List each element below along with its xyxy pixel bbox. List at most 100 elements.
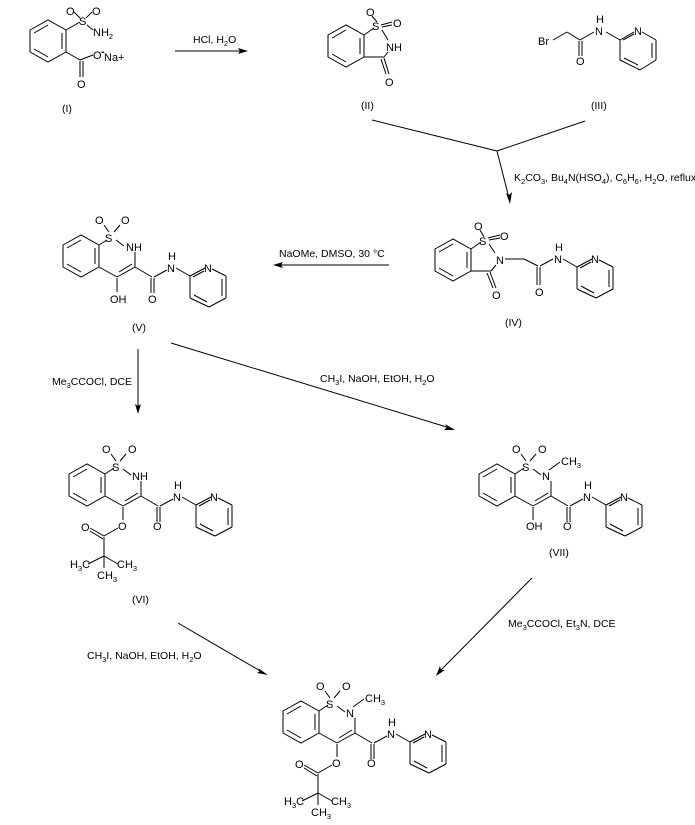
arrow-I-to-II: HCl, H2O [175,34,248,54]
atom-NH: NH [126,242,142,254]
atom-O-ester: O [118,521,127,533]
atom-NH: NH [386,42,402,54]
arrow-VII-to-VIII: Me3CCOCl, Et3N, DCE [436,577,616,676]
compound-label-VII: (VII) [549,547,569,559]
atom-S: S [112,462,119,474]
atom-O: O [563,521,572,533]
atom-N-pyridine: N [620,492,628,504]
compound-III: Br H N N O (III) [538,14,657,112]
atom-O: O [153,521,162,533]
atom-H: H [174,480,182,492]
atom-N: N [167,263,175,275]
reagent-label-7: Me3CCOCl, Et3N, DCE [508,618,616,632]
atom-S: S [372,21,379,33]
atom-O: O [366,7,375,19]
atom-N: N [496,255,504,267]
atom-O: O [474,221,483,233]
compound-label-III: (III) [591,100,607,112]
atom-N-pyridine: N [210,492,218,504]
atom-O: O [576,56,585,68]
methyl-H3C: H3C [284,796,304,810]
compound-I: O O S NH2 O - Na+ O (I) [29,6,125,115]
compound-IV: O O S N O H N N O (IV) [434,221,614,329]
atom-Br: Br [538,36,549,48]
counterion-Na: Na+ [104,52,125,64]
compound-VI: O O S NH H N N O O O H3C CH3 CH3 (VI) [68,444,233,606]
atom-N: N [387,729,395,741]
arrow-V-to-VI: Me3CCOCl, DCE [52,349,141,414]
atom-N-pyridine: N [591,254,599,266]
methyl-CH3: CH3 [365,693,385,707]
atom-O-carbonyl: O [81,522,90,534]
atom-S: S [522,462,529,474]
atom-N: N [173,492,181,504]
atom-N: N [346,708,354,720]
arrow-II-III-to-IV: K2CO3, Bu4N(HSO4), C6H6, H2O, reflux [371,119,695,204]
atom-O: O [500,231,509,243]
methyl-CH3: CH3 [561,456,581,470]
atom-O: O [95,215,104,227]
atom-H: H [388,717,396,729]
atom-OH: OH [110,294,127,306]
compound-label-VI: (VI) [132,594,149,606]
atom-O: O [102,444,111,456]
atom-O: O [512,444,521,456]
atom-S: S [105,233,112,245]
methyl-CH3: CH3 [311,807,331,821]
atom-O: O [342,681,351,693]
atom-N: N [595,26,603,38]
compound-label-II: (II) [361,100,374,112]
atom-S: S [326,699,333,711]
reagent-label-1: HCl, H2O [193,34,236,48]
arrow-VI-to-VIII: CH3I, NaOH, EtOH, H2O [87,622,268,675]
atom-H: H [584,480,592,492]
atom-N-pyridine: N [424,729,432,741]
atom-S: S [479,236,486,248]
atom-O: O [385,77,394,89]
compound-VIII: O O S N CH3 H N N O O O H3C CH3 CH3 [282,681,447,821]
atom-N-pyridine: N [204,263,212,275]
reagent-label-4: Me3CCOCl, DCE [52,376,132,390]
charge-minus: - [101,46,105,58]
benzene-ring [29,19,67,63]
atom-OH: OH [526,521,543,533]
reagent-label-5: CH3I, NaOH, EtOH, H2O [320,373,435,387]
reagent-label-2: K2CO3, Bu4N(HSO4), C6H6, H2O, reflux [514,172,695,186]
atom-O-ester: O [332,758,341,770]
atom-O: O [393,18,402,30]
reagent-label-6: CH3I, NaOH, EtOH, H2O [87,650,202,664]
atom-N-pyridine: N [634,26,642,38]
atom-O: O [538,444,547,456]
compound-V: O O S NH H N N OH O (V) [62,215,227,334]
atom-O: O [66,6,75,18]
atom-O: O [535,287,544,299]
arrow-IV-to-V: NaOMe, DMSO, 30 °C [273,248,389,268]
atom-O: O [492,290,501,302]
compound-label-I: (I) [62,103,72,115]
atom-H: H [555,242,563,254]
atom-S: S [79,16,86,28]
compound-II: O O S NH O (II) [327,7,402,112]
atom-N: N [583,492,591,504]
atom-O: O [77,79,86,91]
arrow-V-to-VII: CH3I, NaOH, EtOH, H2O [170,342,455,430]
atom-O: O [121,215,130,227]
atom-H: H [596,14,604,26]
methyl-H3C: H3C [70,559,90,573]
atom-NH: NH [132,471,148,483]
atom-O: O [128,444,137,456]
compound-label-V: (V) [132,322,146,334]
reagent-label-3: NaOMe, DMSO, 30 °C [279,248,385,260]
methyl-CH3: CH3 [331,796,351,810]
methyl-CH3: CH3 [117,559,137,573]
atom-O: O [148,294,157,306]
atom-N: N [554,254,562,266]
atom-O: O [316,681,325,693]
atom-O: O [367,758,376,770]
atom-O-carbonyl: O [295,759,304,771]
compound-label-IV: (IV) [505,317,522,329]
atom-N: N [542,471,550,483]
methyl-CH3: CH3 [97,570,117,584]
